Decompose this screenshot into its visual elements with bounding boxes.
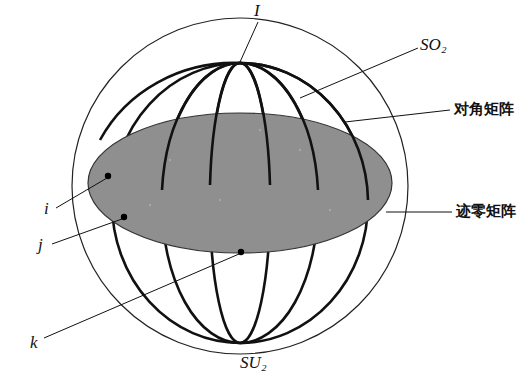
point-label: i bbox=[44, 200, 49, 219]
callout-label: 迹零矩阵 bbox=[456, 203, 516, 220]
callout-label: 对角矩阵 bbox=[454, 101, 514, 118]
point-label: I bbox=[254, 2, 260, 21]
point-label: j bbox=[38, 236, 43, 255]
point-label: k bbox=[30, 334, 38, 353]
sphere-label: SU₂ bbox=[240, 354, 267, 373]
curve-label: SO₂ bbox=[420, 36, 447, 55]
